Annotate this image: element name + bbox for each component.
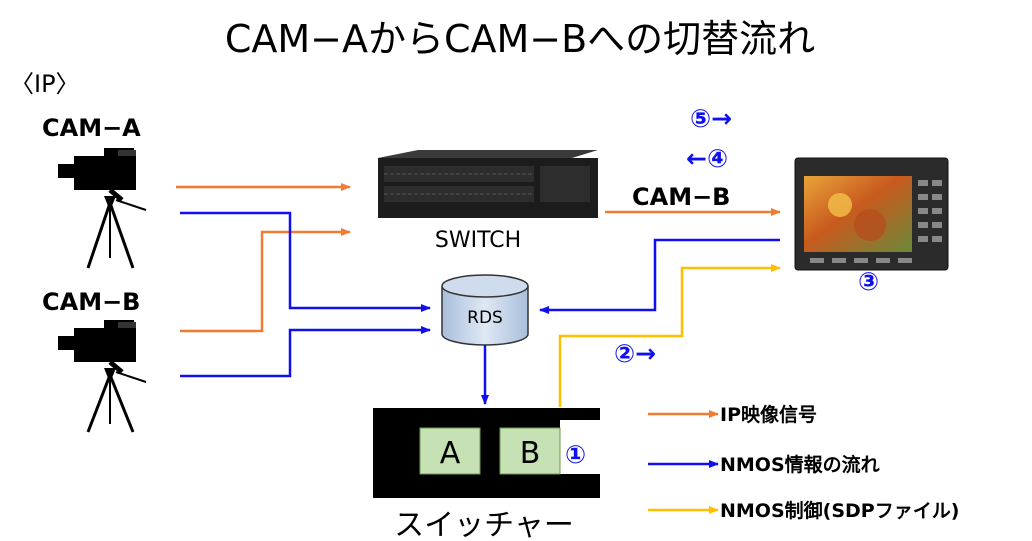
step-4-label: ←④: [686, 144, 728, 173]
step-1-label: ①: [565, 440, 586, 469]
video-camera-icon: [58, 148, 147, 269]
switcher-button-b-label: B: [520, 436, 541, 471]
step-5-label: ⑤→: [690, 104, 732, 133]
legend-label-nmos-control: NMOS制御(SDPファイル): [720, 499, 959, 522]
legend: IP映像信号 NMOS情報の流れ NMOS制御(SDPファイル): [648, 403, 959, 522]
monitor-icon: [794, 157, 949, 271]
monitor-feed-label: CAM−B: [632, 183, 730, 211]
step-2-label: ②→: [614, 339, 656, 368]
nmos-line-cam-b: [180, 326, 431, 378]
camera-a-label: CAM−A: [42, 114, 141, 142]
rds-label: RDS: [467, 308, 503, 328]
switch-label: SWITCH: [435, 228, 521, 253]
database-icon: [441, 274, 529, 346]
ip-video-line-cam-b: [180, 228, 351, 333]
nmos-line-monitor-to-rds: [539, 238, 780, 314]
nmos-line-cam-a: [180, 211, 431, 312]
switcher-button-a-label: A: [440, 436, 461, 471]
switcher-button-a[interactable]: A: [419, 427, 481, 475]
step-3-label: ③: [858, 267, 879, 296]
switcher-panel: [373, 408, 600, 498]
switcher-button-b[interactable]: B: [499, 427, 561, 475]
section-label: 〈IP〉: [10, 70, 80, 98]
video-camera-icon: [58, 320, 147, 433]
legend-label-ip-video: IP映像信号: [720, 403, 817, 426]
nmos-control-line: [558, 264, 781, 407]
network-switch-icon: [378, 150, 598, 218]
legend-label-nmos-info: NMOS情報の流れ: [720, 453, 880, 476]
diagram-title: CAM−AからCAM−Bへの切替流れ: [225, 17, 815, 61]
camera-b-label: CAM−B: [42, 288, 140, 316]
switcher-label: スイッチャー: [394, 508, 574, 541]
